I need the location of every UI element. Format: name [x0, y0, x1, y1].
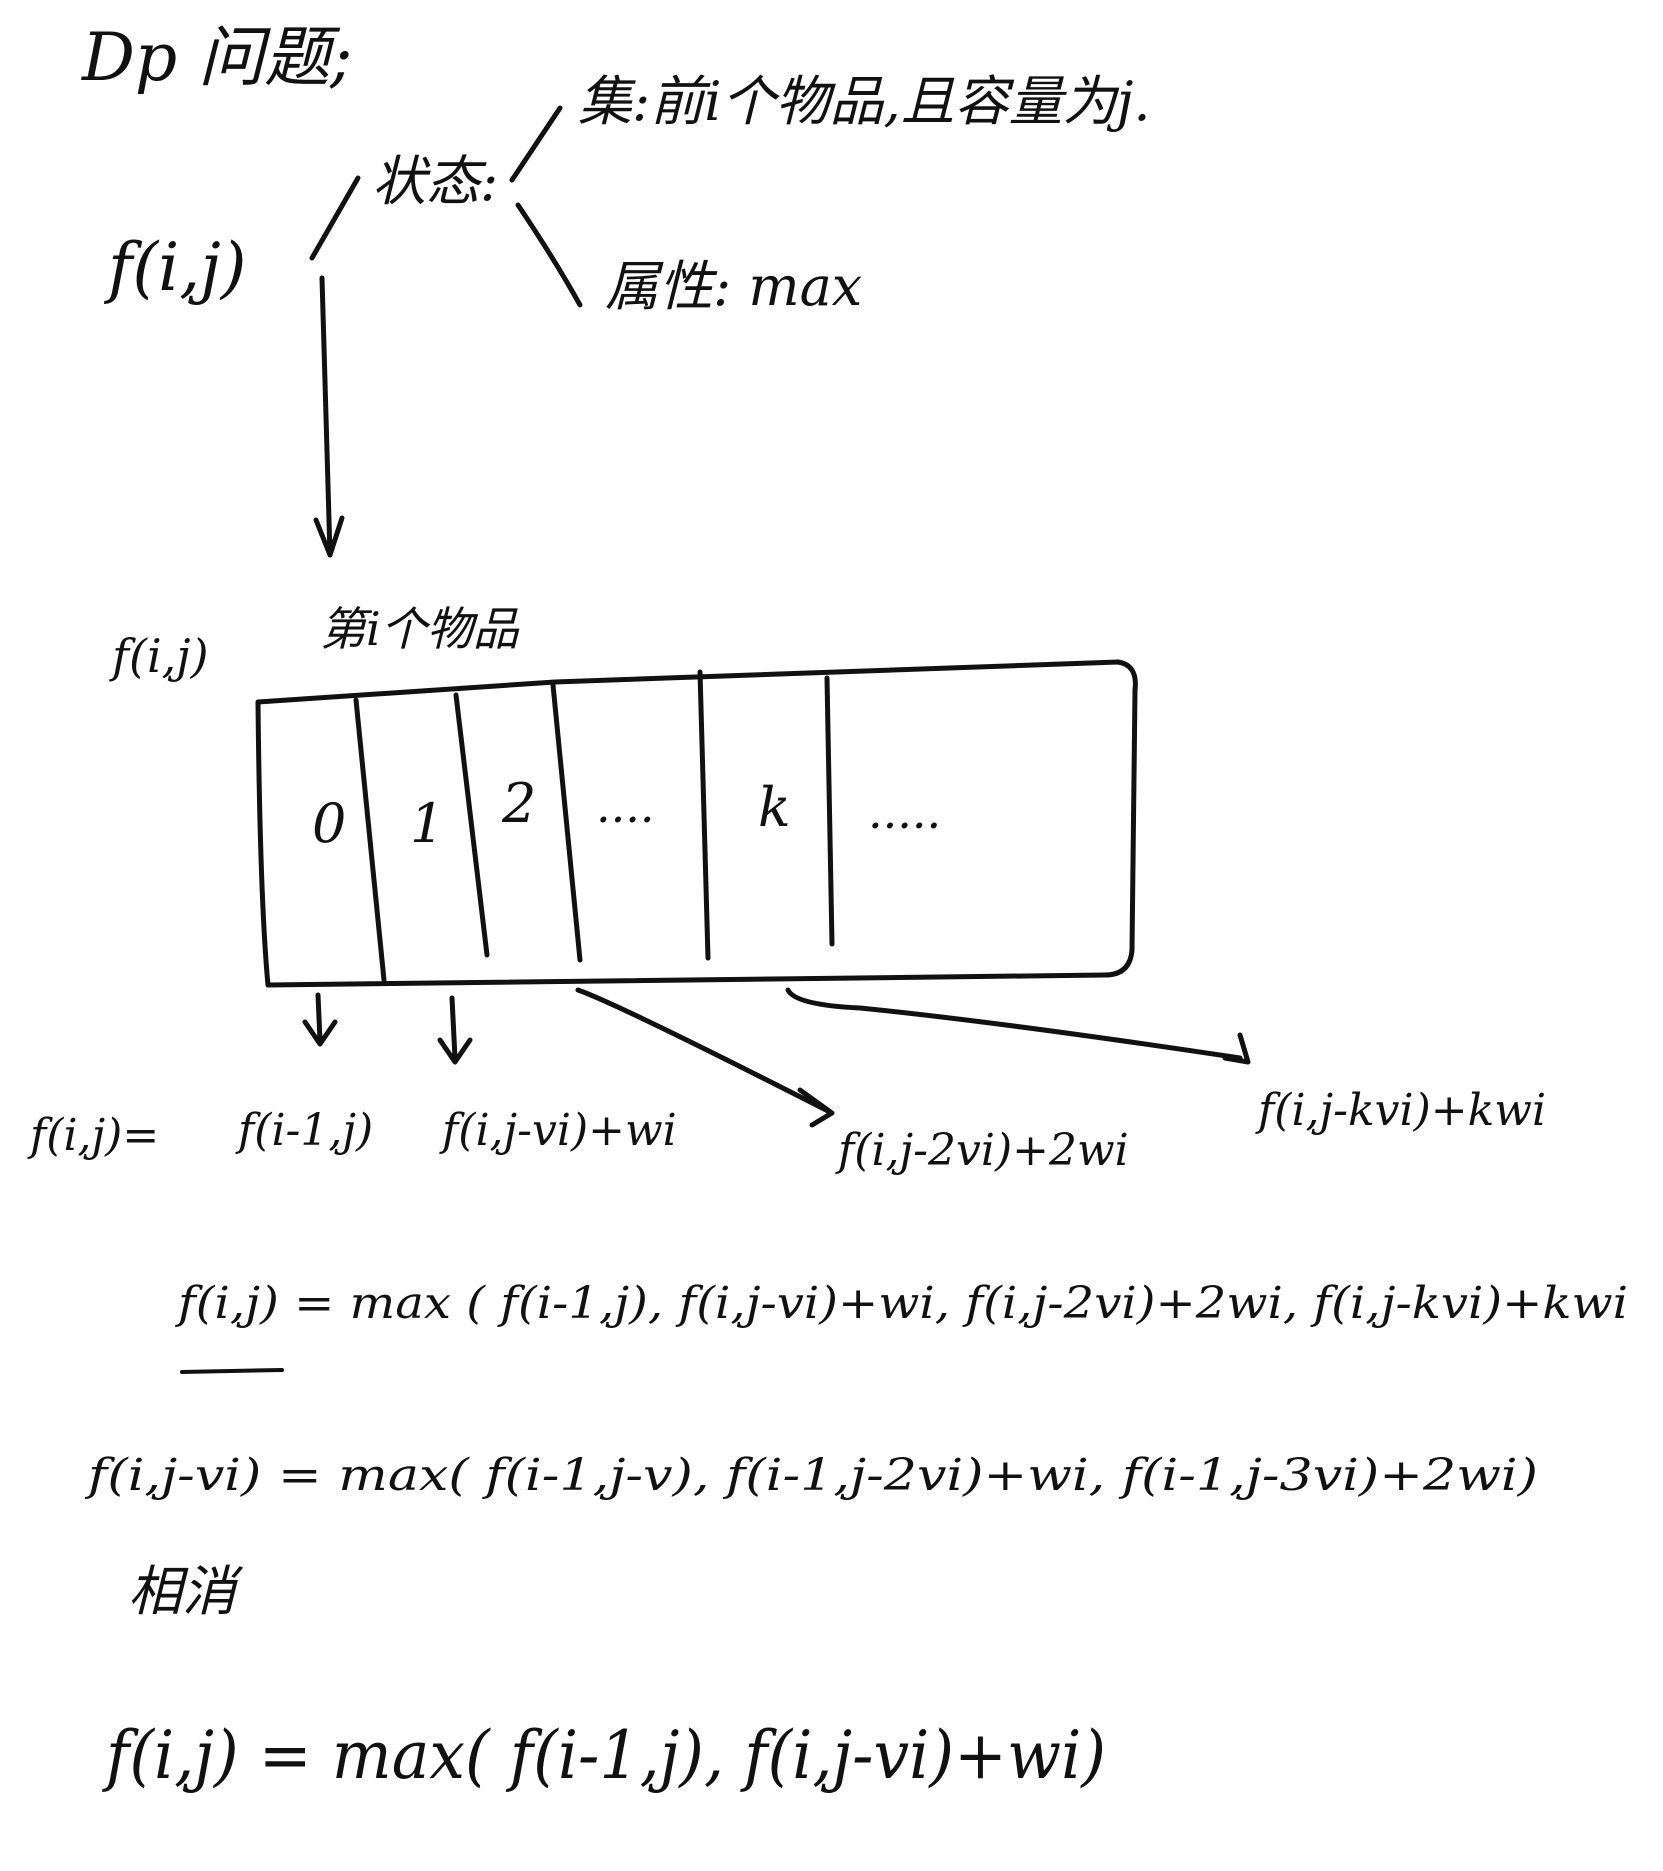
down-arrow-line	[319, 275, 333, 558]
table-cell-1: 1	[410, 792, 444, 855]
branch-term-k: f(i,j-kvi)+kwi	[1255, 1085, 1546, 1136]
result-equation: f(i,j) = max( f(i-1,j), f(i,j-vi)+wi)	[101, 1717, 1106, 1794]
branch-term-0: f(i-1,j)	[235, 1105, 373, 1156]
arrow-cell-1	[437, 995, 473, 1065]
arrow-cell-0	[302, 992, 338, 1047]
table-divider	[697, 669, 711, 961]
state-function: f(i,j)	[103, 229, 246, 306]
table-cell-0: 0	[312, 792, 346, 855]
state-branch-line	[309, 175, 361, 261]
table-item-label: 第i个物品	[320, 602, 520, 656]
branch-term-1: f(i,j-vi)+wi	[439, 1105, 677, 1156]
equation-1-underline	[180, 1368, 284, 1374]
down-arrow-head	[313, 515, 345, 558]
table-cell-ellipsis-2: .....	[868, 785, 941, 839]
equation-1: f(i,j) = max ( f(i-1,j), f(i,j-vi)+wi, f…	[175, 1278, 1628, 1329]
table-function-label: f(i,j)	[109, 629, 209, 683]
table-divider	[353, 697, 387, 983]
table-cell-ellipsis: ....	[596, 779, 655, 833]
arrow-cell-k	[785, 987, 1251, 1065]
branch-term-2: f(i,j-2vi)+2wi	[835, 1125, 1129, 1176]
set-description: 集:前i个物品,且容量为j.	[578, 70, 1151, 133]
equation-2: f(i,j-vi) = max( f(i-1,j-v), f(i-1,j-2vi…	[84, 1450, 1538, 1501]
table-outline	[255, 659, 1138, 988]
state-label: 状态:	[372, 150, 498, 213]
table-divider	[453, 692, 490, 958]
table-divider	[550, 682, 583, 963]
set-branch-line	[509, 105, 563, 183]
arrow-cell-2	[575, 987, 835, 1128]
table-divider	[824, 675, 835, 947]
cancel-note: 相消	[128, 1560, 244, 1623]
attr-branch-line	[515, 202, 583, 308]
attribute-description: 属性: max	[605, 255, 862, 318]
title: Dp 问题;	[81, 19, 352, 96]
branch-lhs: f(i,j)=	[27, 1110, 159, 1161]
table-cell-k: k	[758, 776, 791, 839]
table-cell-2: 2	[501, 772, 536, 835]
